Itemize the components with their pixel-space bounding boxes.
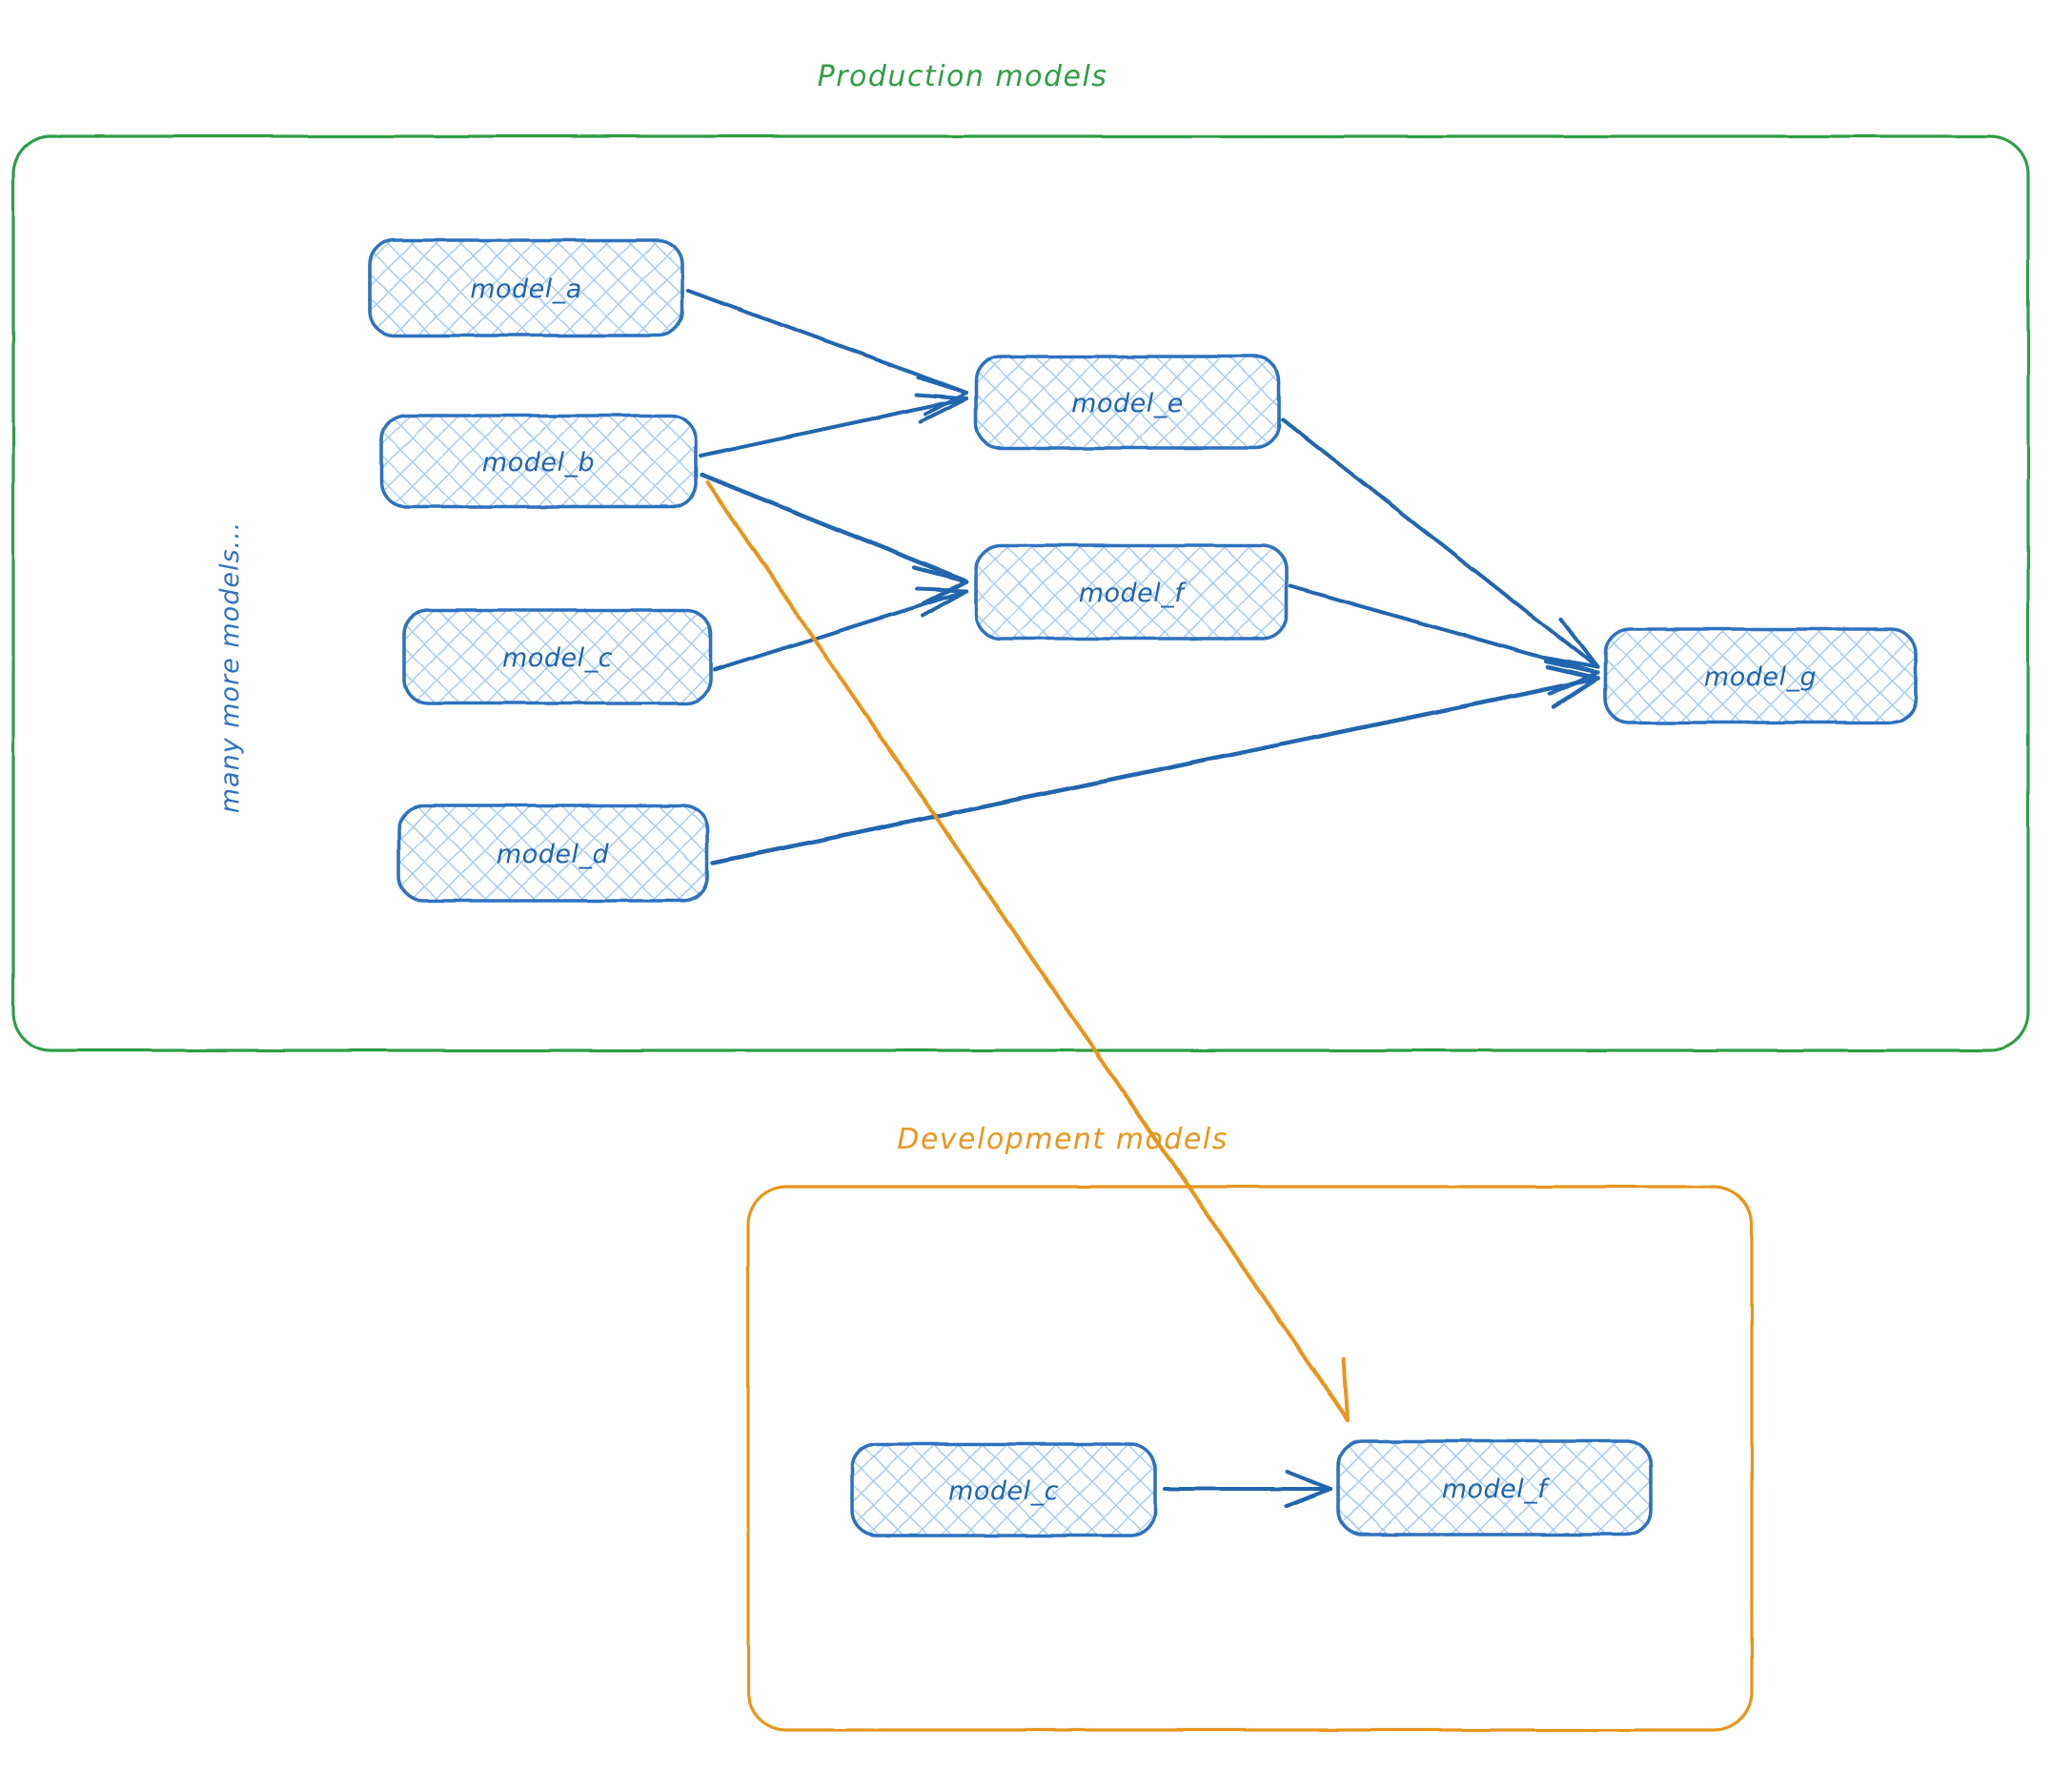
development-group-border — [746, 1185, 1754, 1732]
production-group-border — [11, 134, 2030, 1052]
node-box[interactable] — [402, 608, 713, 705]
production-group-title: Production models — [818, 60, 1108, 93]
node-label: model_c — [948, 1476, 1059, 1506]
edge-model-b-to-dev-model-f — [705, 480, 1350, 1422]
edge-dev-model-c-to-dev-model-f — [1163, 1470, 1332, 1508]
node-label: model_f — [1442, 1475, 1551, 1504]
node-label: model_d — [497, 840, 610, 869]
edge-model-f-to-model-g — [1289, 584, 1599, 696]
node-box[interactable] — [396, 804, 709, 903]
group-development: Development models — [746, 1123, 1754, 1732]
node-box[interactable] — [974, 355, 1281, 450]
node-prod-model-d[interactable]: model_d — [396, 804, 709, 903]
edge-model-b-to-model-e — [699, 393, 968, 458]
edge-model-b-to-model-f — [699, 472, 969, 607]
node-prod-model-b[interactable]: model_b — [379, 414, 698, 509]
node-box[interactable] — [1336, 1439, 1653, 1537]
nodes-layer: model_a model_b model_c model_d model_e — [368, 238, 1918, 1537]
group-production: Production models — [11, 60, 2030, 1052]
node-box[interactable] — [1603, 627, 1918, 724]
node-prod-model-a[interactable]: model_a — [368, 238, 684, 337]
node-prod-model-c[interactable]: model_c — [402, 608, 713, 705]
node-prod-model-e[interactable]: model_e — [974, 355, 1281, 450]
node-box[interactable] — [379, 414, 698, 509]
node-label: model_g — [1704, 662, 1817, 692]
node-prod-model-f[interactable]: model_f — [974, 543, 1289, 641]
node-label: model_c — [502, 643, 613, 673]
node-label: model_a — [470, 275, 582, 304]
node-label: model_b — [482, 448, 595, 478]
node-label: model_e — [1071, 389, 1184, 418]
node-box[interactable] — [368, 238, 684, 337]
node-box[interactable] — [974, 543, 1289, 641]
edge-model-c-to-model-f — [713, 587, 968, 672]
node-box[interactable] — [850, 1442, 1157, 1537]
node-label: model_f — [1079, 579, 1188, 608]
node-dev-model-c[interactable]: model_c — [850, 1442, 1157, 1537]
node-prod-model-g[interactable]: model_g — [1603, 627, 1918, 724]
edge-model-d-to-model-g — [710, 664, 1600, 865]
node-dev-model-f[interactable]: model_f — [1336, 1439, 1653, 1537]
many-more-models-label: many more models... — [215, 521, 245, 814]
edges-layer — [686, 289, 1600, 1508]
development-group-title: Development models — [897, 1123, 1229, 1156]
